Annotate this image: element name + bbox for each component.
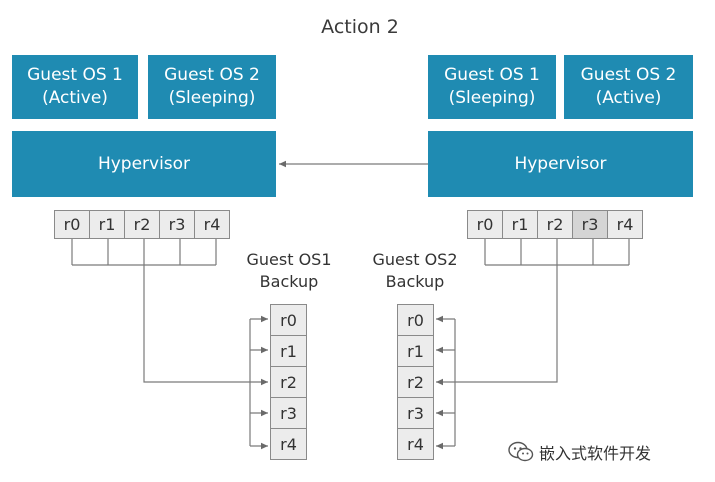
backup-2-register-r3: r3	[397, 397, 434, 429]
backup-1-register-column: r0 r1 r2 r3 r4	[270, 304, 307, 460]
backup-1-register-r1: r1	[270, 335, 307, 367]
left-register-row: r0 r1 r2 r3 r4	[54, 210, 230, 239]
left-guest-os-2-box: Guest OS 2 (Sleeping)	[148, 55, 276, 119]
backup-2-register-r1: r1	[397, 335, 434, 367]
left-register-r3: r3	[159, 210, 195, 239]
diagram-title: Action 2	[321, 16, 399, 38]
backup-1-label: Guest OS1 Backup	[246, 250, 332, 291]
right-r2-to-backup-2	[436, 265, 558, 386]
backup-1-register-r0: r0	[270, 304, 307, 336]
left-guest-os-1-box: Guest OS 1 (Active)	[12, 55, 138, 119]
right-hypervisor-box: Hypervisor	[428, 131, 693, 197]
right-register-r3: r3	[572, 210, 608, 239]
left-register-r4: r4	[194, 210, 230, 239]
left-register-r2: r2	[124, 210, 160, 239]
right-register-r4: r4	[607, 210, 643, 239]
left-hypervisor-box: Hypervisor	[12, 131, 276, 197]
right-guest-os-1-box: Guest OS 1 (Sleeping)	[428, 55, 556, 119]
backup-2-register-r2: r2	[397, 366, 434, 398]
backup-2-register-column: r0 r1 r2 r3 r4	[397, 304, 434, 460]
wechat-icon	[508, 441, 534, 462]
right-register-r2: r2	[537, 210, 573, 239]
backup-2-label: Guest OS2 Backup	[372, 250, 458, 291]
backup-1-register-r2: r2	[270, 366, 307, 398]
backup-2-register-r0: r0	[397, 304, 434, 336]
left-register-r1: r1	[89, 210, 125, 239]
left-register-r0: r0	[54, 210, 90, 239]
backup-1-register-r4: r4	[270, 428, 307, 460]
right-register-row: r0 r1 r2 r3 r4	[467, 210, 643, 239]
left-r2-to-backup-1	[143, 239, 268, 386]
watermark: 嵌入式软件开发	[508, 440, 651, 464]
right-guest-os-2-box: Guest OS 2 (Active)	[564, 55, 693, 119]
watermark-text: 嵌入式软件开发	[539, 444, 652, 463]
backup-2-register-r4: r4	[397, 428, 434, 460]
backup-1-register-r3: r3	[270, 397, 307, 429]
right-register-r1: r1	[502, 210, 538, 239]
